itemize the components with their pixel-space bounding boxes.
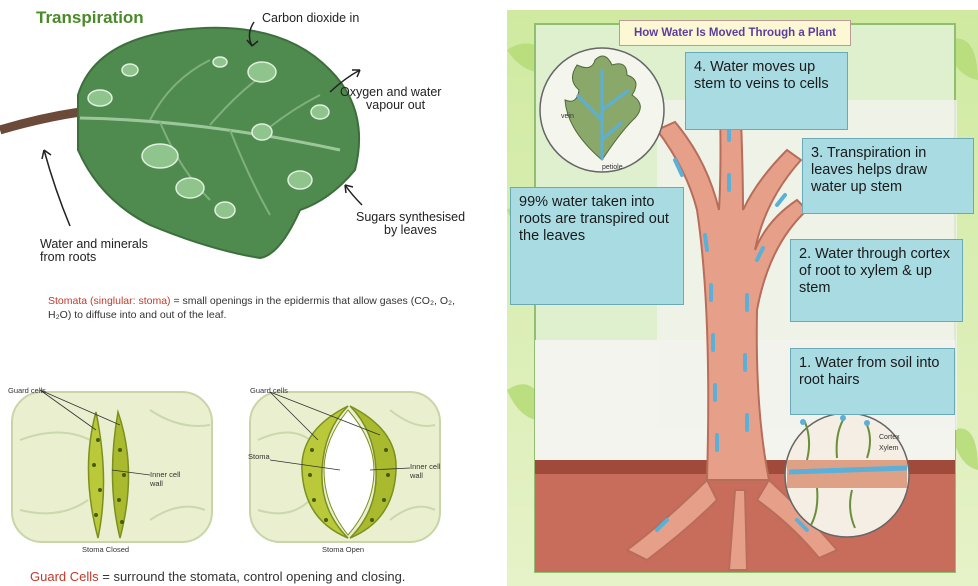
- step-2-box: 2. Water through cortex of root to xylem…: [790, 239, 963, 322]
- closed-inner-wall-label-1: Inner cell: [150, 470, 180, 479]
- xylem-label: Xylem: [879, 445, 898, 452]
- guard-cells-text: = surround the stomata, control opening …: [99, 569, 406, 584]
- open-guard-cells-label: Guard cells: [250, 386, 288, 395]
- stoma-closed-caption: Stoma Closed: [82, 545, 129, 554]
- water-movement-title: How Water Is Moved Through a Plant: [619, 20, 851, 46]
- open-inner-wall-label-2: wall: [410, 471, 423, 480]
- stomata-term: Stomata (singlular: stoma): [48, 295, 171, 307]
- label-co2-in: Carbon dioxide in: [262, 12, 359, 25]
- stoma-closed-illustration: [0, 370, 230, 560]
- label-water-2: from roots: [40, 251, 96, 264]
- roots-transpired-box: 99% water taken into roots are transpire…: [510, 187, 684, 305]
- petiole-label: petiole: [602, 164, 623, 171]
- stoma-open-caption: Stoma Open: [322, 545, 364, 554]
- cortex-label: Cortex: [879, 434, 900, 441]
- label-sugars-2: by leaves: [384, 224, 437, 237]
- guard-cells-term: Guard Cells: [30, 569, 99, 584]
- step-3-box: 3. Transpiration in leaves helps draw wa…: [802, 138, 974, 214]
- closed-inner-wall-label-2: wall: [150, 479, 163, 488]
- open-inner-wall-label-1: Inner cell: [410, 462, 440, 471]
- vein-label: vein: [561, 113, 574, 120]
- step-4-box: 4. Water moves up stem to veins to cells: [685, 52, 848, 130]
- leaf-stem: [0, 112, 80, 130]
- guard-cells-definition: Guard Cells = surround the stomata, cont…: [30, 569, 405, 584]
- left-panel: Transpiration Carbon dioxide in: [0, 0, 500, 586]
- step-1-box: 1. Water from soil into root hairs: [790, 348, 955, 415]
- stomata-definition: Stomata (singlular: stoma) = small openi…: [48, 294, 478, 322]
- closed-guard-cells-label: Guard cells: [8, 386, 46, 395]
- open-stoma-label: Stoma: [248, 452, 270, 461]
- right-panel: How Water Is Moved Through a Plant 4. Wa…: [507, 10, 978, 586]
- label-oxygen-out-2: vapour out: [366, 99, 425, 112]
